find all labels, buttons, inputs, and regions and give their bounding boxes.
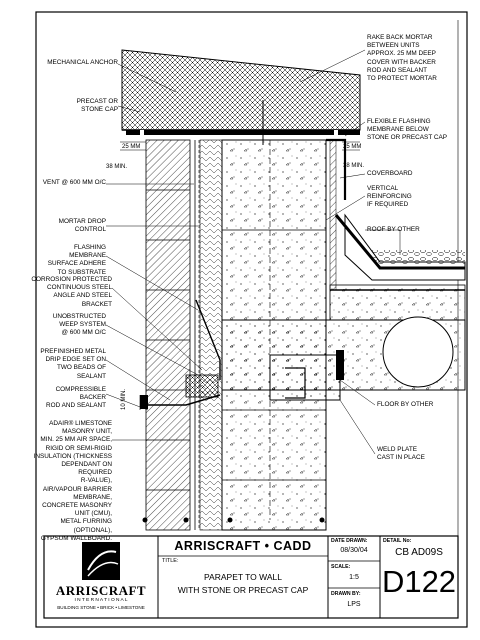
dim-right-38: 38 MIN. (343, 163, 365, 169)
dim-right-25: 25 MM (343, 144, 362, 150)
scale-label: SCALE: (331, 564, 351, 570)
title-label: TITLE: (162, 558, 179, 564)
label-backer-rod: COMPRESSIBLE BACKER ROD AND SEALANT (45, 386, 106, 410)
scale-value: 1:5 (349, 574, 359, 581)
title-block-frame (43, 535, 459, 619)
label-floor-by-other: FLOOR BY OTHER (377, 401, 434, 408)
dimension-marks (120, 141, 360, 410)
arriscraft-logo (82, 542, 120, 580)
label-weld-plate: WELD PLATE CAST IN PLACE (377, 446, 425, 462)
logo-sub-international: I N T E R N A T I O N A L (74, 598, 128, 603)
precast-stone-cap (121, 49, 361, 145)
label-flexible-flashing: FLEXIBLE FLASHING MEMBRANE BELOW STONE O… (367, 118, 448, 142)
label-vertical-reinforcing: VERTICAL REINFORCING IF REQUIRED (367, 185, 412, 209)
floor-slab (221, 316, 466, 401)
detail-code: CB AD09S (395, 547, 443, 558)
label-mortar-drop: MORTAR DROP CONTROL (58, 218, 106, 234)
date-value: 08/30/04 (340, 547, 368, 554)
label-wall-assembly: ADAIR® LIMESTONE MASONRY UNIT, MIN. 25 M… (33, 420, 112, 542)
logo-sub-materials: BUILDING STONE • BRICK • LIMESTONE (57, 605, 145, 610)
label-weep-system: UNOBSTRUCTED WEEP SYSTEM @ 600 MM O/C (52, 313, 106, 337)
label-drip-edge: PREFINISHED METAL DRIP EDGE SET ON TWO B… (40, 348, 106, 380)
detail-number: D122 (381, 564, 457, 599)
roof-assembly (329, 213, 466, 321)
company-name: ARRISCRAFT • CADD (174, 539, 312, 553)
left-leaders (105, 63, 203, 441)
right-leaders (299, 49, 401, 455)
label-precast-cap: PRECAST OR STONE CAP (76, 98, 118, 114)
dim-left-38: 38 MIN. (106, 164, 128, 170)
limestone-veneer (140, 139, 191, 531)
title-line2: WITH STONE OR PRECAST CAP (177, 585, 309, 595)
title-line1: PARAPET TO WALL (204, 572, 282, 582)
label-roof-by-other: ROOF BY OTHER (367, 226, 420, 233)
label-rake-back-mortar: RAKE BACK MORTAR BETWEEN UNITS APPROX. 2… (367, 34, 437, 83)
label-vent: VENT @ 600 MM O/C (42, 179, 106, 186)
logo-name: ARRISCRAFT (55, 583, 147, 598)
label-corrosion-angle: CORROSION PROTECTED CONTINUOUS STEEL ANG… (31, 276, 112, 308)
drawn-label: DRAWN BY: (331, 591, 361, 597)
dim-vertical-10: 10 MIN. (121, 388, 127, 410)
drawn-value: LPS (347, 601, 361, 608)
detail-label: DETAIL No: (383, 538, 412, 544)
date-label: DATE DRAWN: (331, 538, 368, 544)
label-mechanical-anchor: MECHANICAL ANCHOR (47, 59, 118, 66)
label-flashing-membrane: FLASHING MEMBRANE SURFACE ADHERE TO SUBS… (47, 244, 106, 276)
label-coverboard: COVERBOARD (367, 170, 413, 177)
dim-left-25: 25 MM (122, 144, 141, 150)
